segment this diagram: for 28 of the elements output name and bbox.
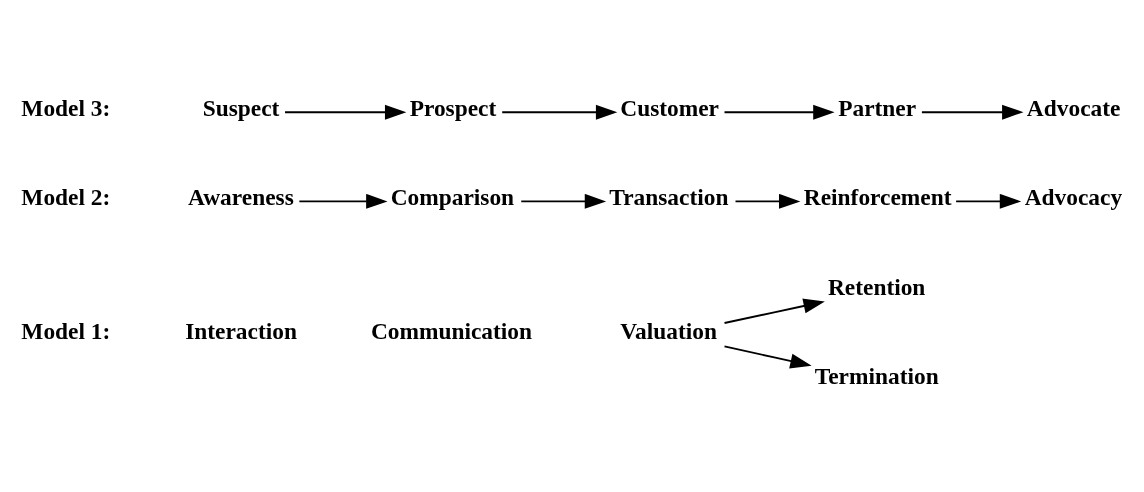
node-text: Retention bbox=[827, 273, 926, 300]
node-text: Advocate bbox=[1026, 95, 1121, 122]
node-text: Reinforcement bbox=[803, 184, 952, 211]
arrow bbox=[955, 193, 1022, 209]
node-text: Transaction bbox=[609, 184, 729, 211]
node-text: Suspect bbox=[202, 95, 280, 122]
label: Model 3: bbox=[21, 95, 111, 122]
arrow bbox=[520, 193, 607, 209]
node-text: Advocacy bbox=[1024, 184, 1123, 211]
arrow bbox=[501, 104, 618, 120]
arrow bbox=[298, 193, 388, 209]
arrow bbox=[284, 104, 407, 120]
arrow bbox=[723, 298, 825, 324]
label: Model 1: bbox=[21, 317, 111, 344]
node-text: Termination bbox=[814, 362, 939, 389]
node-text: Interaction bbox=[185, 317, 297, 344]
node-text: Prospect bbox=[409, 95, 497, 122]
label: Model 2: bbox=[21, 184, 111, 211]
node-text: Valuation bbox=[620, 317, 717, 344]
node-text: Comparison bbox=[390, 184, 515, 211]
arrow bbox=[723, 345, 812, 369]
node-text: Partner bbox=[838, 95, 917, 122]
node-text: Customer bbox=[620, 95, 720, 122]
arrow bbox=[734, 193, 801, 209]
node-text: Awareness bbox=[188, 184, 294, 211]
node-text: Communication bbox=[370, 317, 533, 344]
arrow bbox=[920, 104, 1024, 120]
arrow bbox=[723, 104, 835, 120]
